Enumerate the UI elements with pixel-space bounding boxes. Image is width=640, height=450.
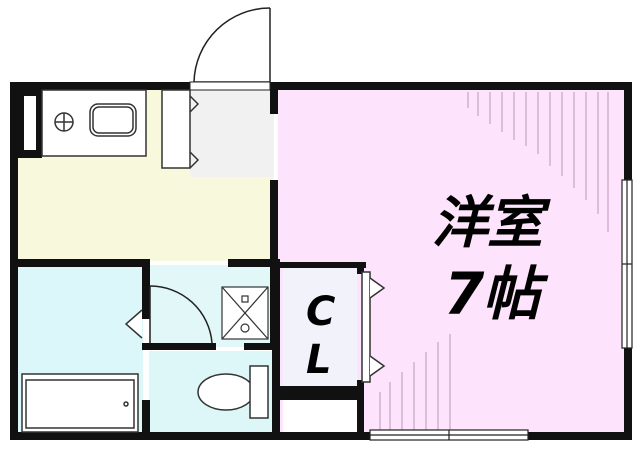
closet-doors (361, 271, 386, 383)
floor-hatching (379, 92, 609, 430)
closet (283, 267, 357, 387)
bath-door-arrow (124, 309, 143, 339)
room-size-label: 7帖 (444, 260, 540, 328)
kitchen-slot (24, 96, 36, 150)
closet-label-l: L (306, 337, 332, 383)
entrance-door (193, 7, 271, 83)
entrance-threshold (189, 81, 271, 91)
kitchen-counter (41, 89, 147, 157)
room-name-label: 洋室 (432, 191, 543, 256)
toilet-icon (197, 365, 269, 419)
storage-box (283, 400, 357, 433)
bathtub (21, 373, 139, 433)
sink-icon (89, 103, 137, 137)
window-bottom (369, 429, 529, 441)
washer-space (221, 286, 269, 340)
entrance-area (190, 89, 274, 177)
washroom-door (149, 285, 213, 344)
window-right (621, 179, 633, 349)
closet-label-c: C (306, 289, 336, 335)
shoe-cabinet (161, 89, 200, 169)
